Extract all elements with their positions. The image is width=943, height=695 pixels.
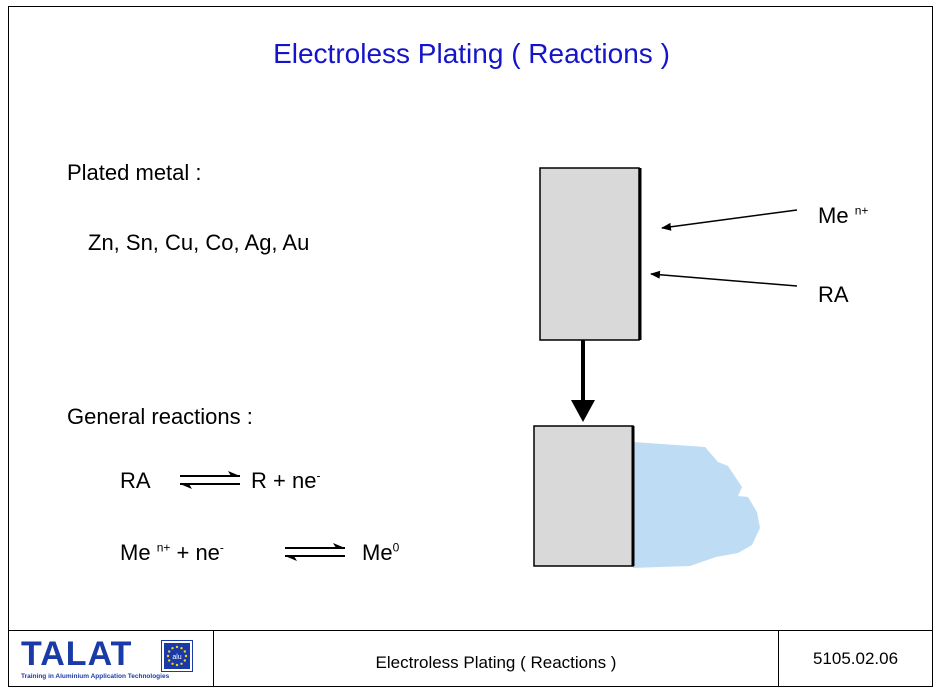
eq1-equilibrium-arrow-icon (180, 471, 240, 489)
ra-arrow-icon (650, 270, 798, 287)
eq2-right: Me0 (362, 540, 400, 565)
slide-title: Electroless Plating ( Reactions ) (273, 38, 670, 69)
general-reactions-label: General reactions : (67, 404, 253, 429)
footer: TALAT alu Training in Aluminium Applicat… (8, 630, 933, 687)
ion-arrow-icon (661, 209, 798, 231)
talat-subtitle: Training in Aluminium Application Techno… (21, 673, 170, 680)
metal-deposit (633, 442, 760, 568)
footer-title: Electroless Plating ( Reactions ) (213, 630, 779, 687)
logo-badge-text: alu (172, 654, 181, 661)
talat-logo: TALAT (21, 635, 133, 673)
eq2-left: Me n+ + ne- (120, 540, 224, 565)
eq1-left: RA (120, 468, 151, 493)
reducing-agent-label: RA (818, 282, 849, 307)
footer-code: 5105.02.06 (778, 630, 933, 687)
eq2-equilibrium-arrow-icon (285, 543, 345, 561)
substrate-after (533, 425, 634, 567)
footer-logo-cell: TALAT alu Training in Aluminium Applicat… (8, 630, 214, 687)
metals-list: Zn, Sn, Cu, Co, Ag, Au (88, 230, 310, 255)
plated-metal-label: Plated metal : (67, 160, 202, 185)
eq1-right: R + ne- (251, 468, 321, 493)
eu-flag-icon: alu (161, 640, 193, 672)
ion-label: Me n+ (818, 203, 869, 228)
down-arrow-icon (571, 400, 595, 422)
substrate-before (539, 167, 640, 341)
